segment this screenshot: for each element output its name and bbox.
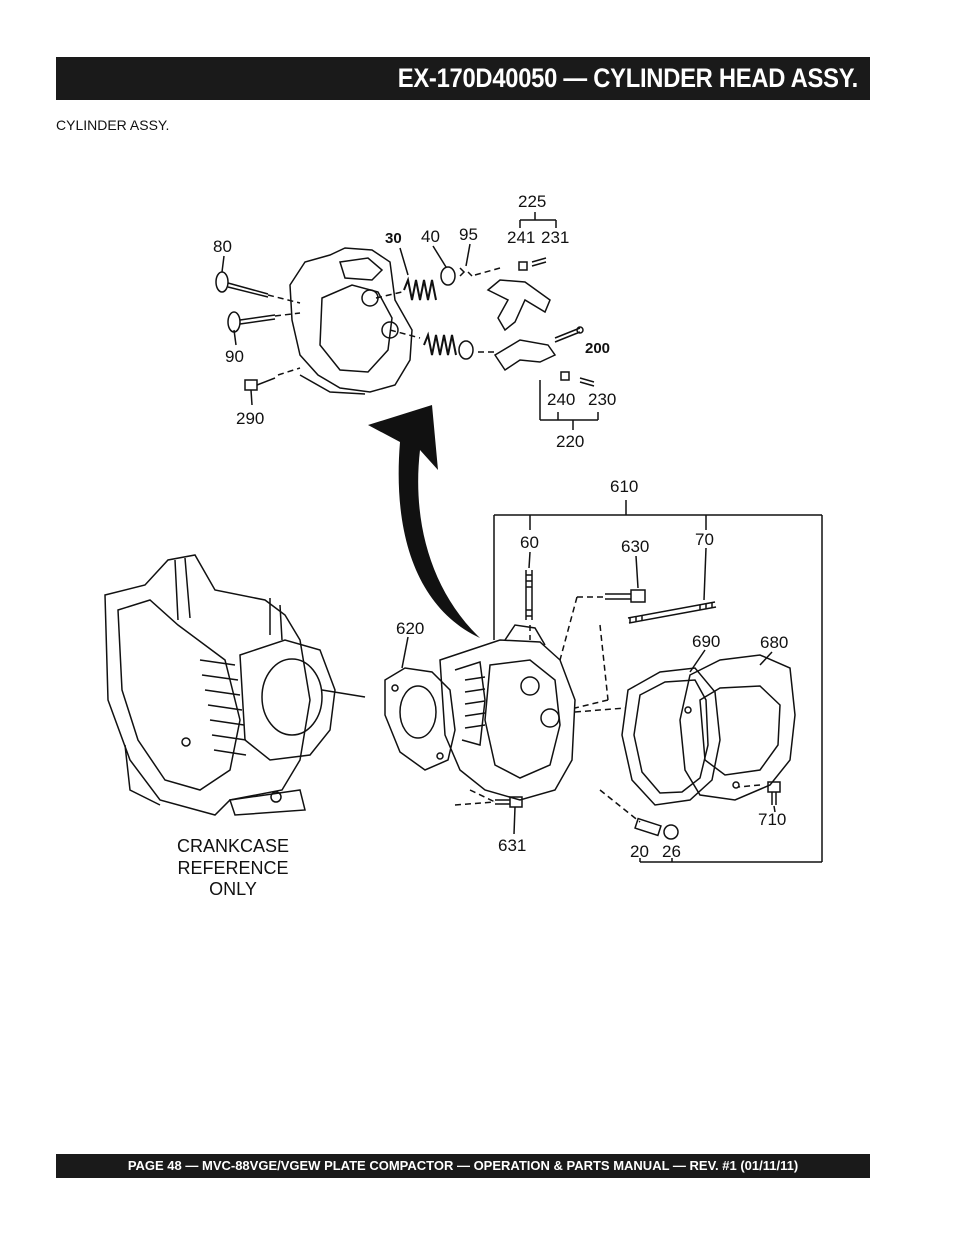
bracket-225	[519, 212, 557, 228]
callout-220: 220	[556, 432, 584, 451]
bolt-290	[244, 377, 276, 391]
valve-spring-upper	[403, 276, 437, 301]
callout-80: 80	[213, 237, 232, 256]
callout-95: 95	[459, 225, 478, 244]
leader-710	[773, 805, 776, 813]
leader-40	[432, 245, 447, 268]
page-title-bar: EX-170D40050 — CYLINDER HEAD ASSY.	[56, 57, 870, 100]
leader-630	[635, 555, 639, 589]
stud-60	[525, 570, 533, 620]
callout-690: 690	[692, 632, 720, 651]
valve-90	[227, 311, 276, 333]
assembly-lines-lower	[454, 596, 761, 823]
callout-620: 620	[396, 619, 424, 638]
callout-labels: 225 241 231 80 30 40 95 90 200 290 240 2…	[213, 192, 788, 861]
note-line-2: REFERENCE	[177, 858, 288, 878]
nut-240	[560, 371, 570, 381]
callout-630: 630	[621, 537, 649, 556]
callout-30: 30	[385, 230, 402, 247]
rocker-arm-220	[493, 339, 557, 372]
callout-60: 60	[520, 533, 539, 552]
page-footer-bar: PAGE 48 — MVC-88VGE/VGEW PLATE COMPACTOR…	[56, 1154, 870, 1178]
retainer-lower	[458, 340, 474, 360]
bracket-610	[493, 500, 823, 863]
leader-95	[465, 243, 471, 267]
callout-231: 231	[541, 228, 569, 247]
callout-680: 680	[760, 633, 788, 652]
bolt-630	[605, 589, 646, 603]
screw-230	[579, 377, 595, 387]
callout-710: 710	[758, 810, 786, 829]
leader-30	[399, 247, 409, 276]
callout-230: 230	[588, 390, 616, 409]
valve-80	[215, 271, 269, 298]
callout-240: 240	[547, 390, 575, 409]
section-subtitle: CYLINDER ASSY.	[56, 117, 170, 133]
callout-40: 40	[421, 227, 440, 246]
leader-80	[221, 255, 225, 273]
callout-290: 290	[236, 409, 264, 428]
dowel-20	[634, 817, 662, 837]
leader-680	[759, 651, 773, 666]
callout-90: 90	[225, 347, 244, 366]
pivot-bolt-200	[554, 326, 584, 343]
bolt-631	[495, 796, 523, 808]
leader-90	[233, 329, 237, 346]
leader-620	[401, 636, 409, 669]
screw-231	[531, 257, 547, 267]
assembly-arrow	[368, 405, 480, 638]
callout-20: 20	[630, 842, 649, 861]
callout-26: 26	[662, 842, 681, 861]
callout-70: 70	[695, 530, 714, 549]
leader-690	[689, 649, 706, 673]
rocker-cover-680	[679, 654, 796, 801]
leader-70	[703, 547, 707, 601]
page-footer: PAGE 48 — MVC-88VGE/VGEW PLATE COMPACTOR…	[127, 1158, 799, 1173]
collet-95	[459, 267, 473, 277]
callout-610: 610	[610, 477, 638, 496]
cylinder-head-upper	[289, 247, 413, 395]
bolt-710	[767, 781, 781, 805]
callout-241: 241	[507, 228, 535, 247]
callout-200: 200	[585, 340, 610, 357]
callout-631: 631	[498, 836, 526, 855]
rocker-cover-gasket-690	[621, 667, 721, 806]
leader-60	[528, 551, 531, 569]
head-gasket-620	[384, 667, 456, 771]
retainer-40	[440, 266, 456, 286]
rocker-arm-225	[486, 279, 551, 332]
crankcase-reference	[104, 554, 366, 816]
nut-26	[663, 824, 679, 840]
valve-spring-lower	[423, 331, 457, 356]
crankcase-note: CRANKCASE REFERENCE ONLY	[177, 836, 289, 899]
nut-241	[518, 261, 528, 271]
cylinder-head-lower	[439, 624, 576, 801]
stud-70	[627, 601, 717, 624]
page-title: EX-170D40050 — CYLINDER HEAD ASSY.	[397, 63, 859, 93]
assembly-lines-upper	[267, 267, 501, 376]
bracket-220	[539, 380, 599, 430]
note-line-3: ONLY	[209, 879, 257, 899]
leader-290	[250, 389, 253, 406]
leader-631	[513, 806, 516, 835]
note-line-1: CRANKCASE	[177, 836, 289, 856]
callout-225: 225	[518, 192, 546, 211]
